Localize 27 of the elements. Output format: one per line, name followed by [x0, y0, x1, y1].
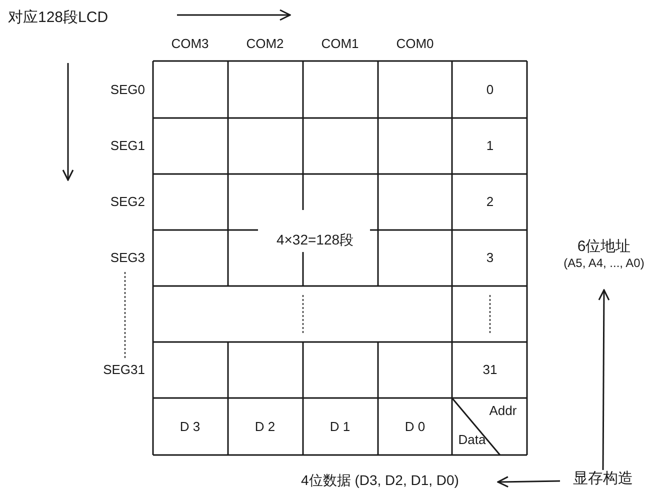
table-label: COM3	[171, 36, 209, 52]
table-label: D 2	[254, 420, 276, 434]
table-label: 1	[486, 138, 494, 154]
table-label: SEG1	[110, 138, 145, 154]
table-label: COM1	[321, 36, 359, 52]
table-label: 2	[486, 194, 494, 210]
table-label: COM0	[396, 36, 434, 52]
table-label: COM2	[246, 36, 284, 52]
table-label: 3	[486, 250, 494, 266]
table-label: SEG2	[110, 194, 145, 210]
table-label: Addr	[489, 404, 517, 418]
node-label: 6位地址	[577, 238, 631, 256]
node-label: (A5, A4, ..., A0)	[564, 256, 644, 270]
table-label: SEG3	[110, 250, 145, 266]
node-label: 4位数据 (D3, D2, D1, D0)	[301, 472, 459, 489]
table-label: 31	[482, 362, 498, 378]
table-label: 对应128段LCD	[8, 10, 108, 26]
node-label: 显存构造	[573, 470, 633, 488]
table-label: Data	[458, 432, 486, 448]
table-label: D 1	[330, 420, 350, 434]
arrow	[598, 289, 610, 470]
table-label: D 0	[404, 420, 426, 434]
arrow	[497, 476, 560, 488]
table-label: D 3	[180, 420, 200, 434]
table-label: SEG31	[103, 362, 145, 378]
table-label: SEG0	[110, 82, 145, 98]
table-label: 0	[486, 82, 494, 98]
